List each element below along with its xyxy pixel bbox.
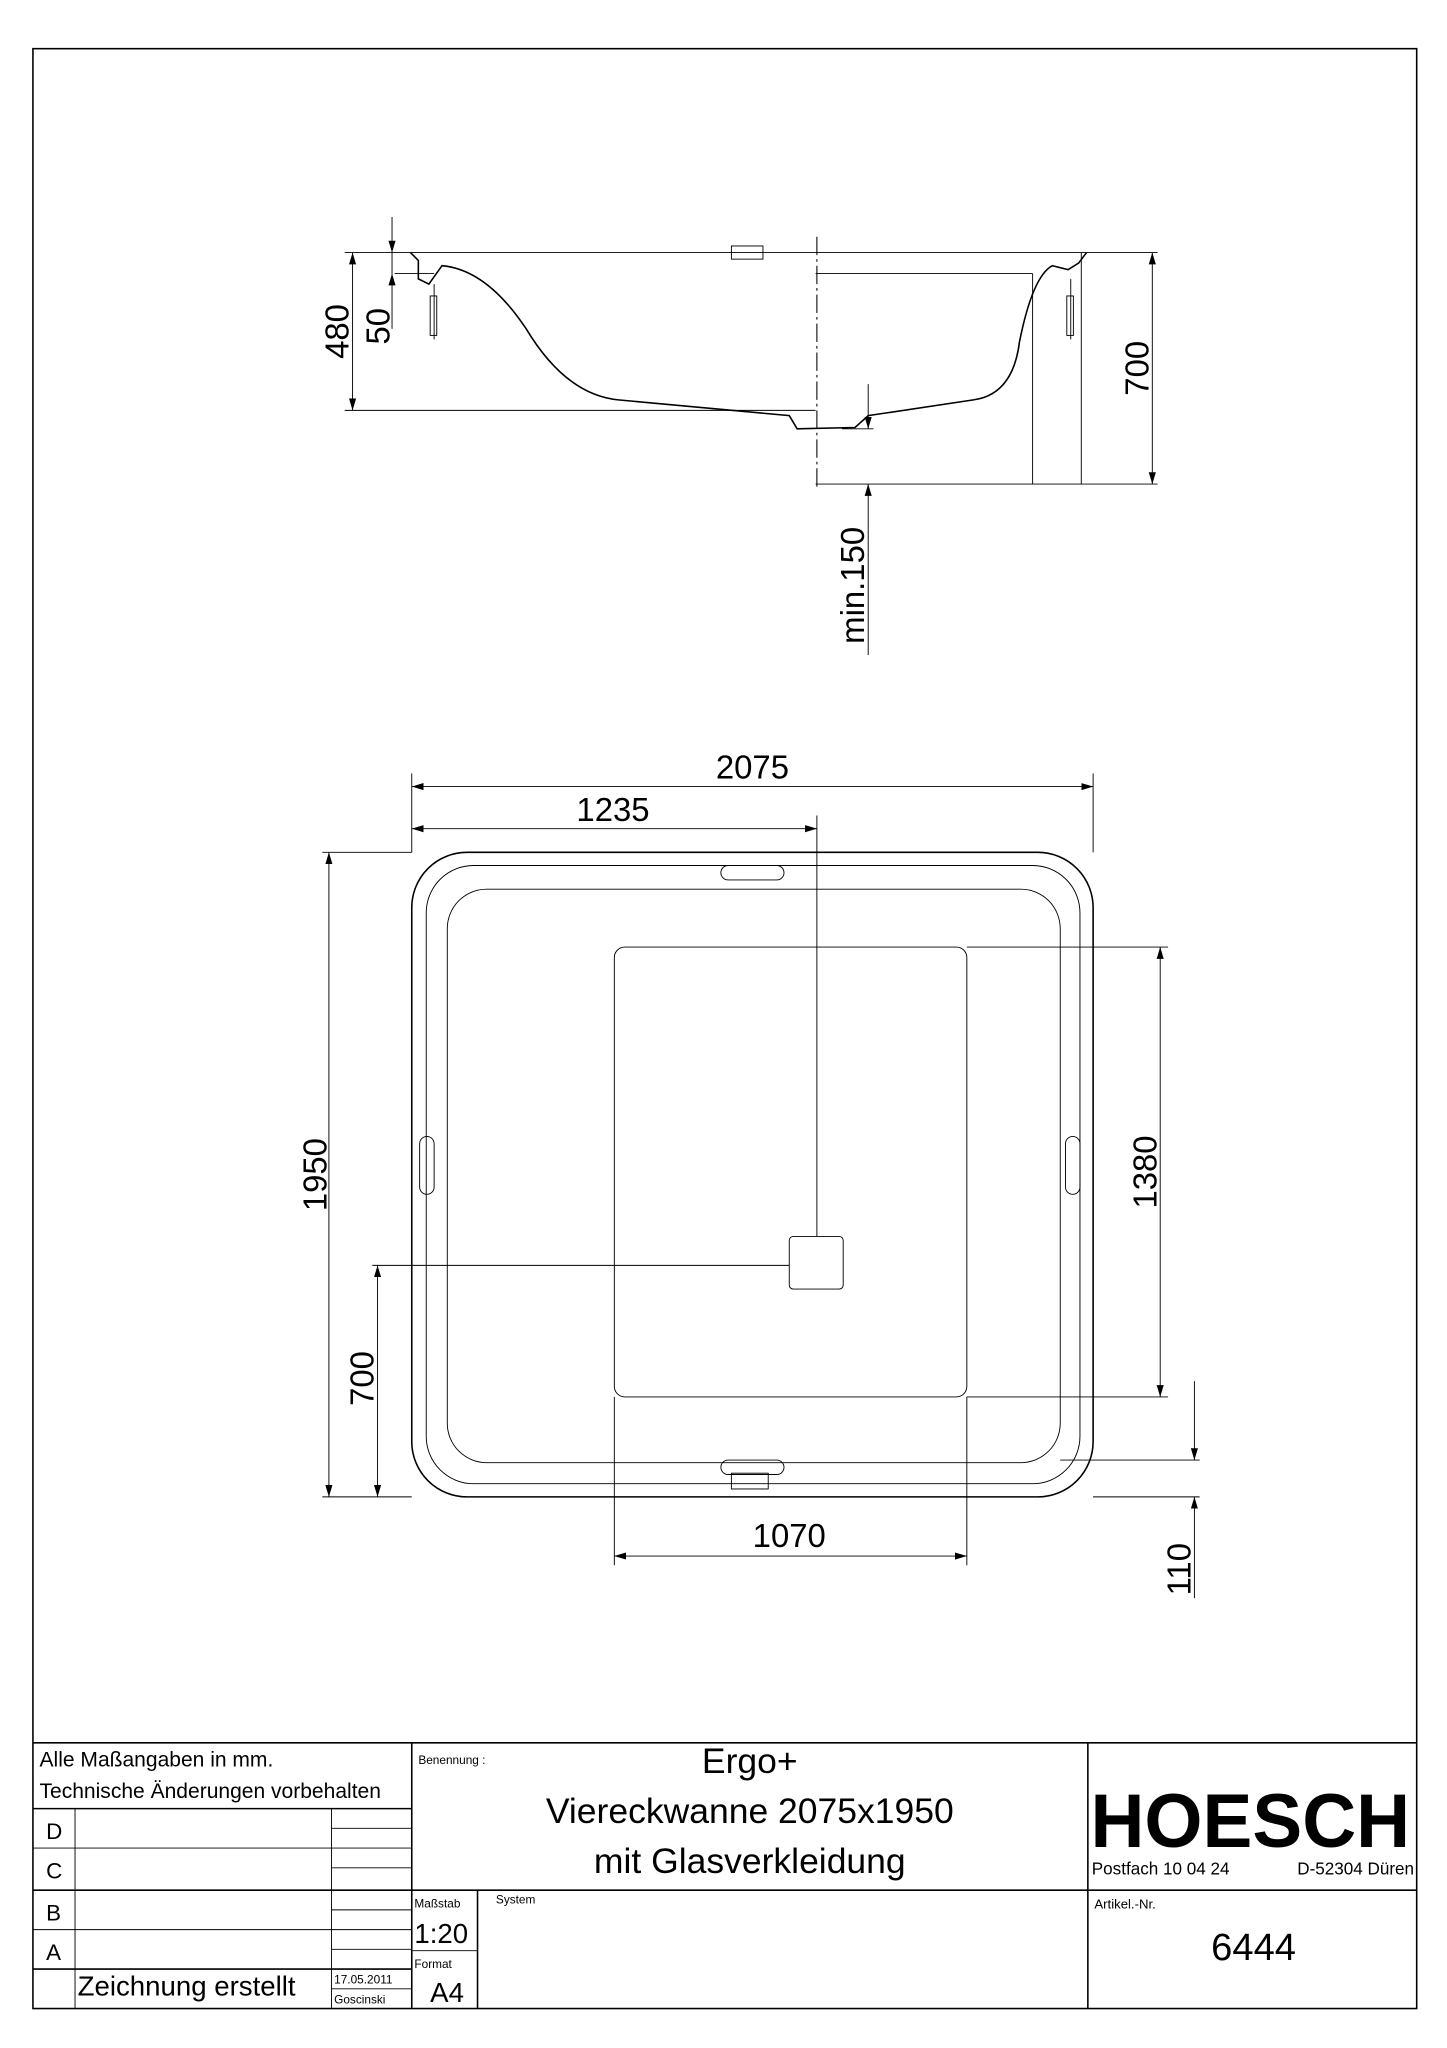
tub-profile bbox=[409, 251, 1088, 430]
plan-view: 2075 1235 1950 700 1380 110 1070 bbox=[296, 749, 1200, 1599]
dim-1070: 1070 bbox=[753, 1517, 826, 1554]
created-date: 17.05.2011 bbox=[334, 1973, 392, 1987]
system-label: System bbox=[496, 1892, 536, 1906]
format-label: Format bbox=[414, 1957, 452, 1971]
title-line-2: Viereckwanne 2075x1950 bbox=[546, 1791, 954, 1831]
glass-panel bbox=[613, 946, 968, 1398]
tub-basin bbox=[446, 888, 1061, 1464]
scale-value: 1:20 bbox=[414, 1918, 468, 1949]
note-changes: Technische Änderungen vorbehalten bbox=[40, 1780, 381, 1803]
dim-2075: 2075 bbox=[716, 749, 789, 786]
company-logo: HOESCH bbox=[1090, 1779, 1410, 1864]
title-line-1: Ergo+ bbox=[702, 1741, 798, 1781]
title-line-3: mit Glasverkleidung bbox=[594, 1841, 906, 1881]
section-view: 480 50 700 min.150 bbox=[319, 217, 1158, 656]
created-label: Zeichnung erstellt bbox=[78, 1970, 296, 2001]
dim-1235: 1235 bbox=[576, 791, 649, 828]
revision-a: A bbox=[46, 1940, 61, 1965]
dim-480: 480 bbox=[319, 304, 356, 359]
format-value: A4 bbox=[430, 1977, 464, 2008]
company-address: Postfach 10 04 24 bbox=[1092, 1859, 1230, 1878]
dim-700-height: 700 bbox=[1118, 341, 1155, 396]
handle-right bbox=[1065, 1136, 1081, 1195]
scale-label: Maßstab bbox=[414, 1896, 460, 1910]
drawing-frame bbox=[32, 47, 1418, 2010]
handle-bottom bbox=[720, 1459, 785, 1475]
dim-1950: 1950 bbox=[296, 1138, 333, 1211]
tub-outer-rim bbox=[410, 851, 1094, 1498]
revision-b: B bbox=[46, 1900, 61, 1925]
revision-c: C bbox=[46, 1858, 62, 1883]
drain bbox=[788, 1235, 844, 1290]
dim-min150: min.150 bbox=[834, 527, 871, 644]
dim-50: 50 bbox=[359, 308, 396, 345]
dim-1380: 1380 bbox=[1126, 1135, 1163, 1208]
benennung-label: Benennung : bbox=[418, 1753, 485, 1767]
note-units: Alle Maßangaben in mm. bbox=[40, 1749, 274, 1772]
article-label: Artikel.-Nr. bbox=[1094, 1897, 1155, 1912]
title-block: Alle Maßangaben in mm. Technische Änderu… bbox=[32, 1741, 1417, 2009]
revision-d: D bbox=[46, 1819, 62, 1844]
company-city: D-52304 Düren bbox=[1297, 1859, 1414, 1878]
created-by: Goscinski bbox=[334, 1992, 385, 2006]
handle-top bbox=[720, 865, 785, 881]
dim-700-drain: 700 bbox=[344, 1351, 381, 1406]
article-number: 6444 bbox=[1211, 1926, 1296, 1969]
dim-110: 110 bbox=[1160, 1543, 1197, 1595]
handle-left bbox=[419, 1136, 435, 1195]
